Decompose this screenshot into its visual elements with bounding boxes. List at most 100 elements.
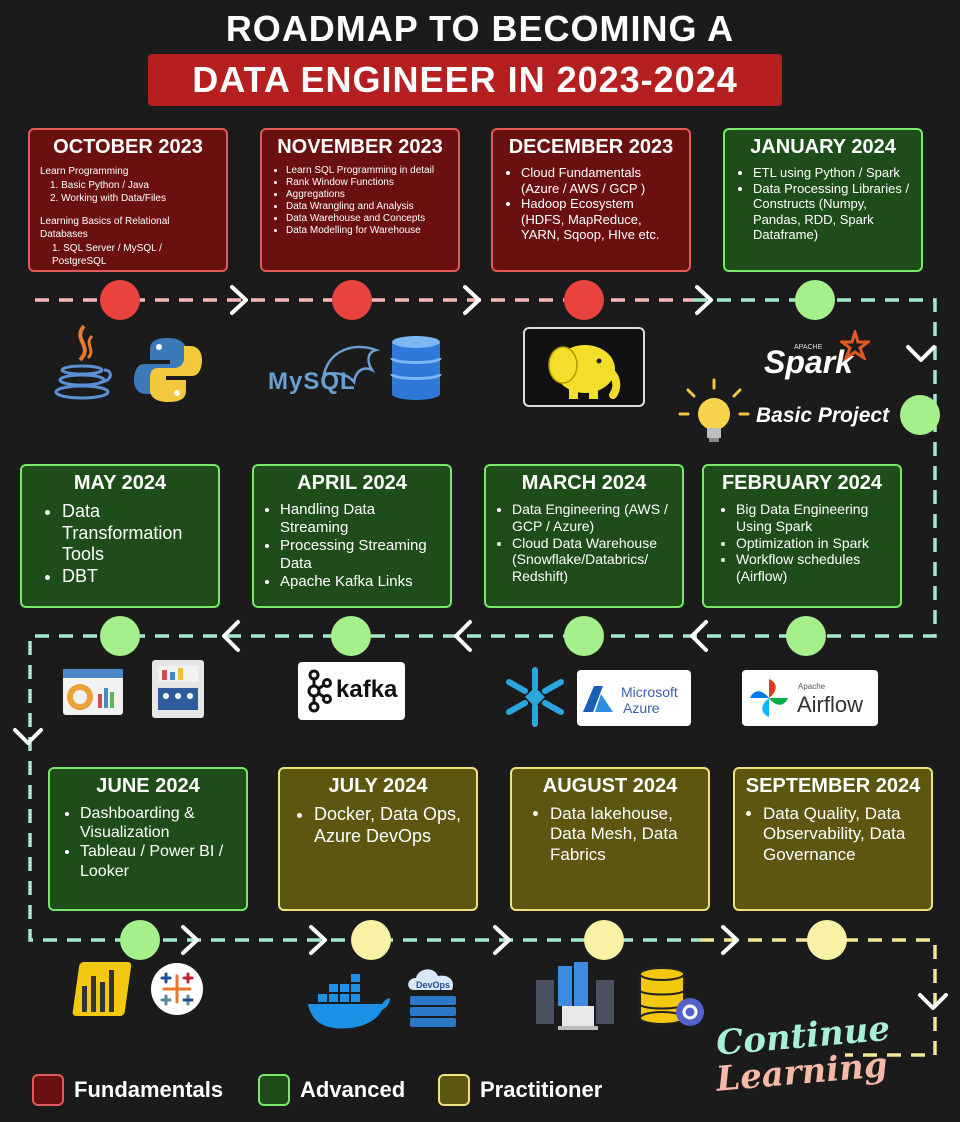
card-title: APRIL 2024	[297, 472, 407, 494]
java-icon	[54, 324, 112, 400]
card-title: MARCH 2024	[521, 472, 647, 494]
dolphin-icon	[322, 345, 381, 386]
card-text: 1. Basic Python / Java	[50, 179, 149, 191]
card-title: OCTOBER 2023	[53, 136, 203, 158]
list-item: Big Data Engineering Using Spark	[736, 501, 890, 535]
list-item: Rank Window Functions	[286, 177, 448, 189]
azure-logo: Microsoft Azure	[577, 670, 691, 726]
continue-learning-text: Continue Learning	[715, 1009, 896, 1116]
card-title: AUGUST 2024	[542, 775, 678, 797]
list-item: Handling Data Streaming	[280, 501, 440, 537]
card-january-2024: JANUARY 2024 ETL using Python / Spark Da…	[723, 128, 923, 272]
list-item: Data Wrangling and Analysis	[286, 201, 448, 213]
card-text: Learning Basics of Relational Databases	[40, 215, 170, 241]
card-december-2023: DECEMBER 2023 Cloud Fundamentals (Azure …	[491, 128, 691, 272]
azure-icon	[583, 686, 613, 712]
card-june-2024: JUNE 2024 Dashboarding & Visualization T…	[48, 767, 248, 911]
kafka-logo: kafka	[298, 662, 405, 720]
azure-text-2: Azure	[623, 700, 660, 716]
card-march-2024: MARCH 2024 Data Engineering (AWS / GCP /…	[484, 464, 684, 608]
card-title: MAY 2024	[73, 472, 167, 494]
database-icon	[390, 336, 442, 400]
legend-swatch	[438, 1074, 470, 1106]
card-text: 2. Working with Data/Files	[50, 193, 166, 204]
azure-text-1: Microsoft	[621, 684, 678, 700]
airflow-small-text: Apache	[798, 682, 826, 691]
database-settings-icon	[639, 967, 704, 1026]
title-line-2: DATA ENGINEER IN 2023-2024	[148, 54, 782, 106]
card-title: FEBRUARY 2024	[721, 472, 883, 494]
hadoop-logo	[523, 327, 645, 407]
airflow-logo: Apache Airflow	[742, 670, 878, 726]
card-february-2024: FEBRUARY 2024 Big Data Engineering Using…	[702, 464, 902, 608]
legend-label: Practitioner	[480, 1077, 603, 1102]
card-november-2023: NOVEMBER 2023 Learn SQL Programming in d…	[260, 128, 460, 272]
lightbulb-icon	[678, 378, 750, 442]
spark-star-icon	[840, 330, 870, 360]
list-item: Data lakehouse, Data Mesh, Data Fabrics	[550, 804, 698, 865]
card-text: Learn Programming	[40, 166, 129, 177]
card-july-2024: JULY 2024 Docker, Data Ops, Azure DevOps	[278, 767, 478, 911]
dashboard-report-icon	[63, 669, 123, 715]
card-text: 1. SQL Server / MySQL / PostgreSQL	[52, 242, 162, 268]
spark-logo: APACHE Spark	[764, 330, 874, 384]
list-item: Cloud Fundamentals (Azure / AWS / GCP )	[521, 165, 679, 196]
card-april-2024: APRIL 2024 Handling Data Streaming Proce…	[252, 464, 452, 608]
card-october-2023: OCTOBER 2023 Learn Programming 1. Basic …	[28, 128, 228, 272]
list-item: Processing Streaming Data	[280, 537, 440, 573]
mysql-text: MySQL	[268, 368, 356, 395]
powerbi-icon	[72, 962, 132, 1016]
basic-project-label: Basic Project	[756, 404, 890, 427]
legend-label: Fundamentals	[74, 1077, 224, 1102]
card-august-2024: AUGUST 2024 Data lakehouse, Data Mesh, D…	[510, 767, 710, 911]
card-title: DECEMBER 2023	[508, 136, 674, 158]
mysql-logo: MySQL	[268, 340, 381, 400]
list-item: ETL using Python / Spark	[753, 165, 911, 181]
airflow-pinwheel-icon	[750, 679, 788, 717]
devops-label: DevOps	[416, 980, 451, 990]
card-title: JUNE 2024	[96, 775, 200, 797]
legend-advanced: Advanced	[258, 1072, 405, 1108]
list-item: Data Engineering (AWS / GCP / Azure)	[512, 501, 672, 535]
legend-fundamentals: Fundamentals	[32, 1072, 223, 1108]
list-item: DBT	[62, 566, 208, 588]
kafka-icon	[307, 669, 332, 713]
transformation-doc-icon	[152, 660, 204, 718]
spark-text: Spark	[764, 344, 853, 380]
spark-small-text: APACHE	[794, 344, 823, 351]
list-item: Workflow schedules (Airflow)	[736, 551, 890, 585]
tableau-icon	[151, 963, 203, 1015]
legend-swatch	[32, 1074, 64, 1106]
card-title: JANUARY 2024	[750, 136, 896, 158]
list-item: Hadoop Ecosystem (HDFS, MapReduce, YARN,…	[521, 196, 679, 243]
list-item: Aggregations	[286, 189, 448, 201]
list-item: Docker, Data Ops, Azure DevOps	[314, 804, 466, 847]
list-item: Dashboarding & Visualization	[80, 804, 236, 842]
snowflake-icon	[506, 667, 564, 727]
legend-swatch	[258, 1074, 290, 1106]
legend-practitioner: Practitioner	[438, 1072, 602, 1108]
title-line-1: ROADMAP TO BECOMING A	[225, 8, 735, 49]
legend-label: Advanced	[300, 1077, 406, 1102]
list-item: Cloud Data Warehouse (Snowflake/Databric…	[512, 535, 672, 585]
list-item: Learn SQL Programming in detail	[286, 165, 448, 177]
docker-icon	[308, 974, 390, 1029]
card-title: JULY 2024	[328, 775, 428, 797]
list-item: Data Warehouse and Concepts	[286, 213, 448, 225]
list-item: Data Transformation Tools	[62, 501, 208, 566]
kafka-text: kafka	[336, 676, 398, 703]
card-may-2024: MAY 2024 Data Transformation Tools DBT	[20, 464, 220, 608]
list-item: Tableau / Power BI / Looker	[80, 842, 236, 880]
list-item: Apache Kafka Links	[280, 573, 440, 591]
card-title: SEPTEMBER 2024	[745, 775, 921, 797]
data-lakehouse-icon	[536, 962, 614, 1030]
list-item: Data Processing Libraries / Constructs (…	[753, 181, 911, 243]
devops-server-icon: DevOps	[404, 966, 462, 1030]
list-item: Data Modelling for Warehouse	[286, 225, 448, 237]
python-icon	[134, 338, 202, 402]
card-title: NOVEMBER 2023	[277, 136, 443, 158]
list-item: Data Quality, Data Observability, Data G…	[763, 804, 921, 865]
elephant-icon	[548, 345, 621, 399]
list-item: Optimization in Spark	[736, 535, 890, 552]
